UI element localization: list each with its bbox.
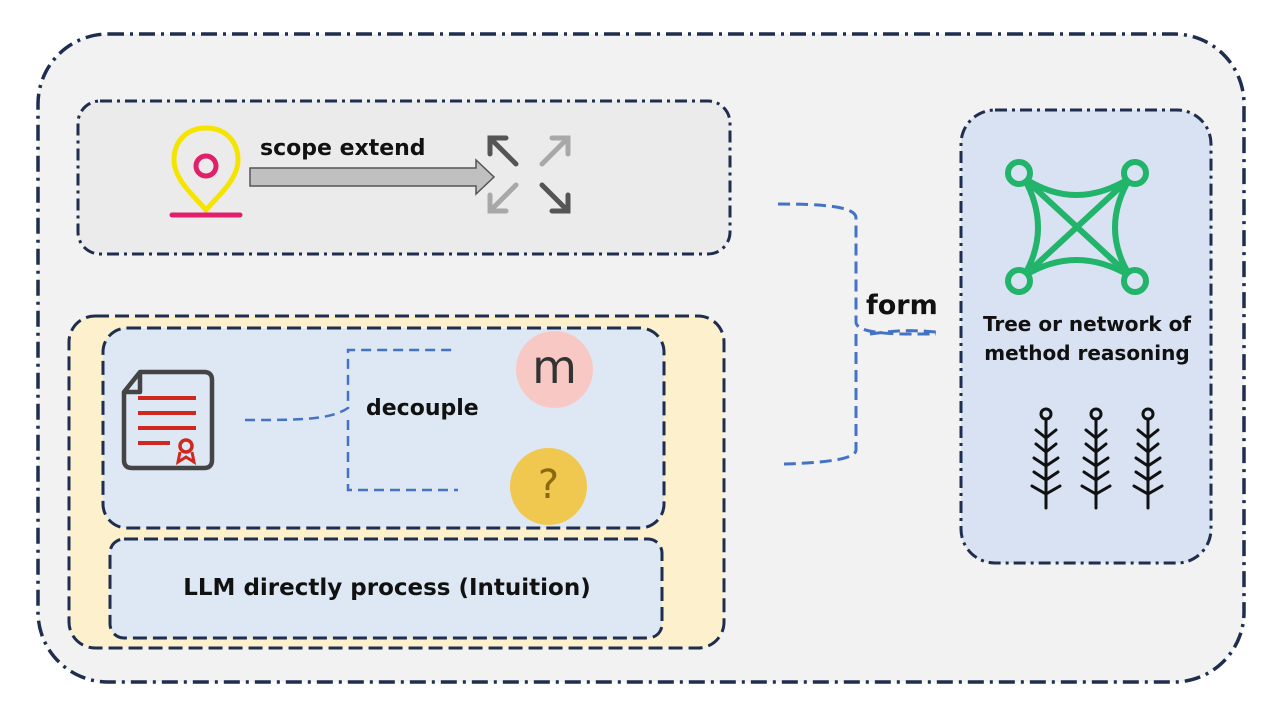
branch-tree-icon <box>1030 407 1164 510</box>
tree-icon-2 <box>1080 407 1112 510</box>
decouple-connector <box>244 348 458 492</box>
form-connector <box>777 202 937 466</box>
form-label: form <box>866 290 938 321</box>
decouple-label: decouple <box>366 396 479 421</box>
method-circle: m <box>516 331 593 408</box>
question-circle: ? <box>510 448 587 525</box>
tree-icon-1 <box>1030 407 1062 510</box>
certificate-document-icon <box>121 369 215 471</box>
scope-extend-label: scope extend <box>260 136 426 161</box>
scope-arrow <box>249 158 496 196</box>
llm-direct-label: LLM directly process (Intuition) <box>183 575 591 601</box>
expand-arrows-icon <box>487 135 571 214</box>
network-node-icon <box>1005 159 1149 295</box>
tree-network-label: Tree or network of method reasoning <box>982 312 1192 365</box>
llm-direct-box <box>108 537 664 640</box>
tree-icon-3 <box>1132 407 1164 510</box>
location-pin-icon <box>169 125 243 218</box>
